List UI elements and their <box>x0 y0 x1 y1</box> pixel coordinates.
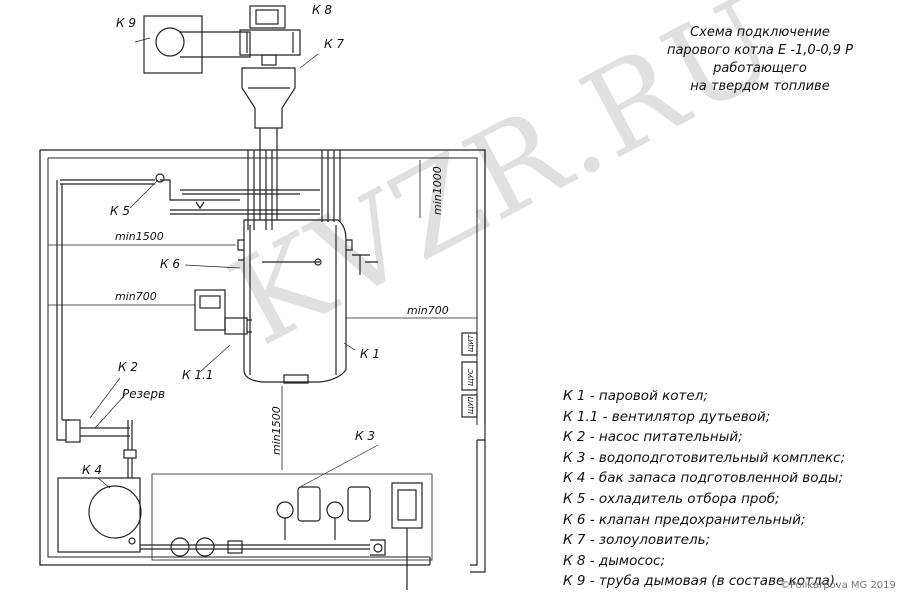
title-line: работающего <box>713 61 807 76</box>
label-k1: К 1 <box>360 347 380 361</box>
label-k5: К 5 <box>110 204 130 218</box>
leader-lines <box>89 37 379 489</box>
label-k2: К 2 <box>118 360 138 374</box>
author-signature: ©Polikarpova MG 2019 <box>780 580 896 591</box>
panel-shchit: ЩИТ <box>467 334 475 352</box>
legend-item: К 5 - охладитель отбора проб; <box>563 490 780 507</box>
legend-item: К 4 - бак запаса подготовленной воды; <box>563 470 844 487</box>
title-line: на твердом топливе <box>690 79 830 94</box>
electrical-panels <box>461 332 478 418</box>
panel-shus: ЩУС <box>467 369 475 386</box>
legend-item: К 3 - водоподготовительный комплекс; <box>563 449 846 466</box>
water-treatment-k3 <box>140 473 433 590</box>
smoke-exhauster-k8 <box>239 5 301 66</box>
label-k9: К 9 <box>116 16 136 30</box>
water-tank-k4 <box>57 477 142 553</box>
dim-min1000: min1000 <box>431 166 444 215</box>
blower-fan-k11 <box>194 289 252 335</box>
dimension-lines <box>48 160 477 470</box>
room-walls <box>39 149 486 573</box>
steam-boiler-k1 <box>237 219 378 384</box>
title-line: парового котла Е -1,0-0,9 Р <box>666 43 854 58</box>
dim-min1500-a: min1500 <box>115 230 164 243</box>
legend: К 1 - паровой котел; К 1.1 - вентилятор … <box>563 386 845 592</box>
dim-min700-a: min700 <box>115 290 157 303</box>
ash-catcher-k7 <box>241 67 296 220</box>
label-k8: К 8 <box>312 3 332 17</box>
feed-pump-k2 <box>56 419 137 478</box>
label-k11: К 1.1 <box>182 368 213 382</box>
chimney-k9 <box>143 15 251 74</box>
label-reserve: Резерв <box>122 387 165 401</box>
legend-item: К 7 - золоуловитель; <box>563 532 711 549</box>
legend-item: К 2 - насос питательный; <box>563 429 743 446</box>
label-k4: К 4 <box>82 463 102 477</box>
label-k6: К 6 <box>160 257 180 271</box>
scheme-title: Схема подключение парового котла Е -1,0-… <box>640 24 880 96</box>
dim-min1500-b: min1500 <box>270 406 283 455</box>
title-line: Схема подключение <box>690 25 830 40</box>
legend-item: К 6 - клапан предохранительный; <box>563 511 806 528</box>
dim-min700-b: min700 <box>407 304 449 317</box>
label-k7: К 7 <box>324 37 344 51</box>
legend-item: К 1 - паровой котел; <box>563 388 708 404</box>
panel-shchup: ЩУП <box>467 396 475 414</box>
legend-item: К 1.1 - вентилятор дутьевой; <box>563 408 771 425</box>
pipes-top <box>56 150 341 420</box>
label-k3: К 3 <box>355 429 375 443</box>
legend-item: К 9 - труба дымовая (в составе котла). <box>563 573 840 590</box>
legend-item: К 8 - дымосос; <box>563 552 666 569</box>
